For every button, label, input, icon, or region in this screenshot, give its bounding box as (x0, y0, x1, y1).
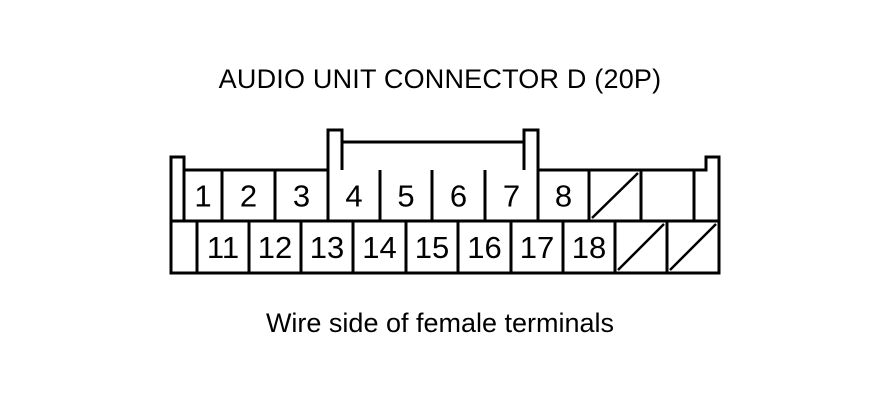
terminal-2-label: 2 (240, 179, 257, 214)
diagram-caption: Wire side of female terminals (265, 308, 615, 338)
terminal-4-label: 4 (345, 179, 362, 214)
terminal-18-label: 18 (572, 230, 606, 265)
unused-cavity-slash (617, 223, 665, 271)
terminal-7-label: 7 (503, 179, 520, 214)
terminal-12-label: 12 (258, 230, 292, 265)
terminal-8-label: 8 (555, 179, 572, 214)
terminal-5-label: 5 (397, 179, 414, 214)
diagram-title: AUDIO UNIT CONNECTOR D (20P) (218, 64, 662, 94)
terminal-6-label: 6 (450, 179, 467, 214)
terminal-14-label: 14 (362, 230, 396, 265)
terminal-3-label: 3 (293, 179, 310, 214)
terminal-11-label: 11 (207, 230, 239, 265)
terminal-15-label: 15 (415, 230, 449, 265)
terminal-1-label: 1 (194, 179, 211, 214)
terminal-13-label: 13 (310, 230, 344, 265)
unused-cavity-slash (591, 172, 639, 219)
unused-cavity-slash (669, 223, 717, 271)
terminal-17-label: 17 (520, 230, 554, 265)
terminal-16-label: 16 (467, 230, 501, 265)
